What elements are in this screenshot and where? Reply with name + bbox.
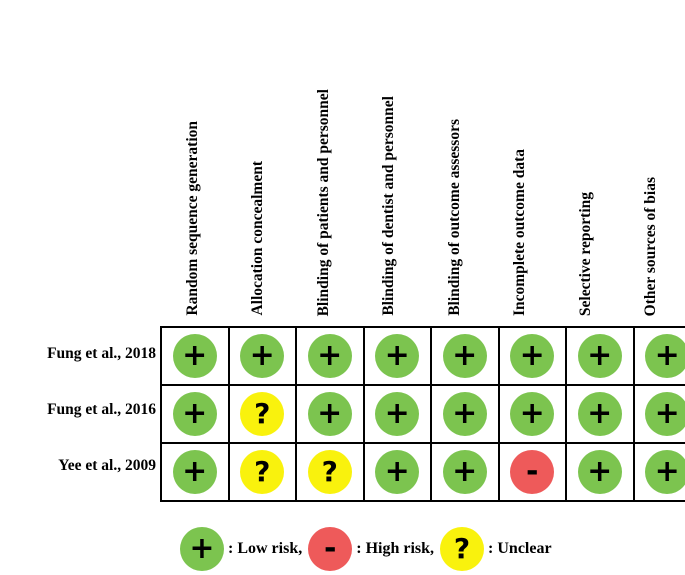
- column-header-label: Selective reporting: [576, 191, 594, 316]
- column-header: Selective reporting: [576, 0, 596, 320]
- column-header: Allocation concealment: [248, 0, 268, 320]
- legend: +: Low risk,-: High risk,?: Unclear: [180, 525, 558, 573]
- table-row: +? + + + + + +: [160, 384, 685, 444]
- low-risk-icon: +: [375, 392, 420, 436]
- column-header: Blinding of dentist and personnel: [379, 0, 399, 320]
- rating-cell: +: [632, 326, 685, 386]
- rating-cell: +: [632, 384, 685, 444]
- study-label: Fung et al., 2018: [47, 345, 156, 362]
- column-header-label: Allocation concealment: [249, 161, 267, 316]
- legend-label: : Unclear: [488, 540, 552, 557]
- low-risk-icon: +: [510, 392, 555, 436]
- legend-label: : High risk,: [356, 540, 435, 557]
- rating-cell: +: [160, 326, 230, 386]
- column-header-label: Incomplete outcome data: [511, 148, 529, 316]
- low-risk-icon: +: [645, 450, 685, 494]
- unclear-risk-icon: ?: [240, 392, 285, 436]
- rating-cell: ?: [227, 384, 297, 444]
- low-risk-icon: +: [510, 334, 555, 378]
- rating-cell: +: [362, 326, 432, 386]
- rating-cell: +: [160, 384, 230, 444]
- rating-cell: ?: [227, 442, 297, 502]
- rating-cell: +: [227, 326, 297, 386]
- column-header-label: Other sources of bias: [642, 176, 660, 316]
- rating-cell: +: [295, 384, 365, 444]
- rating-cell: +: [497, 326, 567, 386]
- legend-label: : Low risk,: [228, 540, 303, 557]
- column-header: Blinding of patients and personnel: [314, 0, 334, 320]
- rating-cell: +: [362, 384, 432, 444]
- rating-cell: +: [295, 326, 365, 386]
- column-header: Incomplete outcome data: [510, 0, 530, 320]
- rating-cell: +: [632, 442, 685, 502]
- unclear-risk-legend-icon: ?: [440, 527, 485, 571]
- low-risk-icon: +: [645, 392, 685, 436]
- column-header-label: Blinding of outcome assessors: [445, 119, 463, 316]
- low-risk-icon: +: [307, 392, 352, 436]
- low-risk-icon: +: [307, 334, 352, 378]
- rating-cell: +: [565, 442, 635, 502]
- low-risk-icon: +: [172, 392, 217, 436]
- column-header-label: Blinding of patients and personnel: [314, 88, 332, 316]
- low-risk-legend-icon: +: [180, 527, 224, 571]
- risk-of-bias-grid: +++++++++?+++++++??++-++: [160, 326, 685, 502]
- column-header: Random sequence generation: [183, 0, 203, 320]
- low-risk-icon: +: [172, 334, 217, 378]
- high-risk-legend-icon: -: [308, 527, 353, 571]
- low-risk-icon: +: [577, 334, 622, 378]
- low-risk-icon: +: [240, 334, 285, 378]
- rating-cell: +: [565, 326, 635, 386]
- low-risk-icon: +: [375, 450, 420, 494]
- low-risk-icon: +: [442, 392, 487, 436]
- column-header-label: Random sequence generation: [183, 121, 201, 316]
- table-row: +??++-++: [160, 442, 685, 502]
- rating-cell: +: [160, 442, 230, 502]
- rating-cell: +: [565, 384, 635, 444]
- low-risk-icon: +: [442, 334, 487, 378]
- rating-cell: +: [430, 442, 500, 502]
- unclear-risk-icon: ?: [240, 450, 285, 494]
- column-header-label: Blinding of dentist and personnel: [380, 96, 398, 316]
- low-risk-icon: +: [577, 392, 622, 436]
- study-label: Fung et al., 2016: [47, 401, 156, 418]
- column-header: Other sources of bias: [641, 0, 661, 320]
- high-risk-icon: -: [510, 450, 555, 494]
- rating-cell: +: [362, 442, 432, 502]
- low-risk-icon: +: [645, 334, 685, 378]
- low-risk-icon: +: [577, 450, 622, 494]
- column-header: Blinding of outcome assessors: [445, 0, 465, 320]
- rating-cell: +: [497, 384, 567, 444]
- low-risk-icon: +: [172, 450, 217, 494]
- column-headers: Random sequence generation Allocation con…: [183, 0, 661, 320]
- low-risk-icon: +: [375, 334, 420, 378]
- rating-cell: +: [430, 384, 500, 444]
- rating-cell: -: [497, 442, 567, 502]
- table-row: + + + + + + + +: [160, 326, 685, 386]
- low-risk-icon: +: [442, 450, 487, 494]
- rating-cell: +: [430, 326, 500, 386]
- unclear-risk-icon: ?: [307, 450, 352, 494]
- rating-cell: ?: [295, 442, 365, 502]
- study-label: Yee et al., 2009: [58, 457, 156, 474]
